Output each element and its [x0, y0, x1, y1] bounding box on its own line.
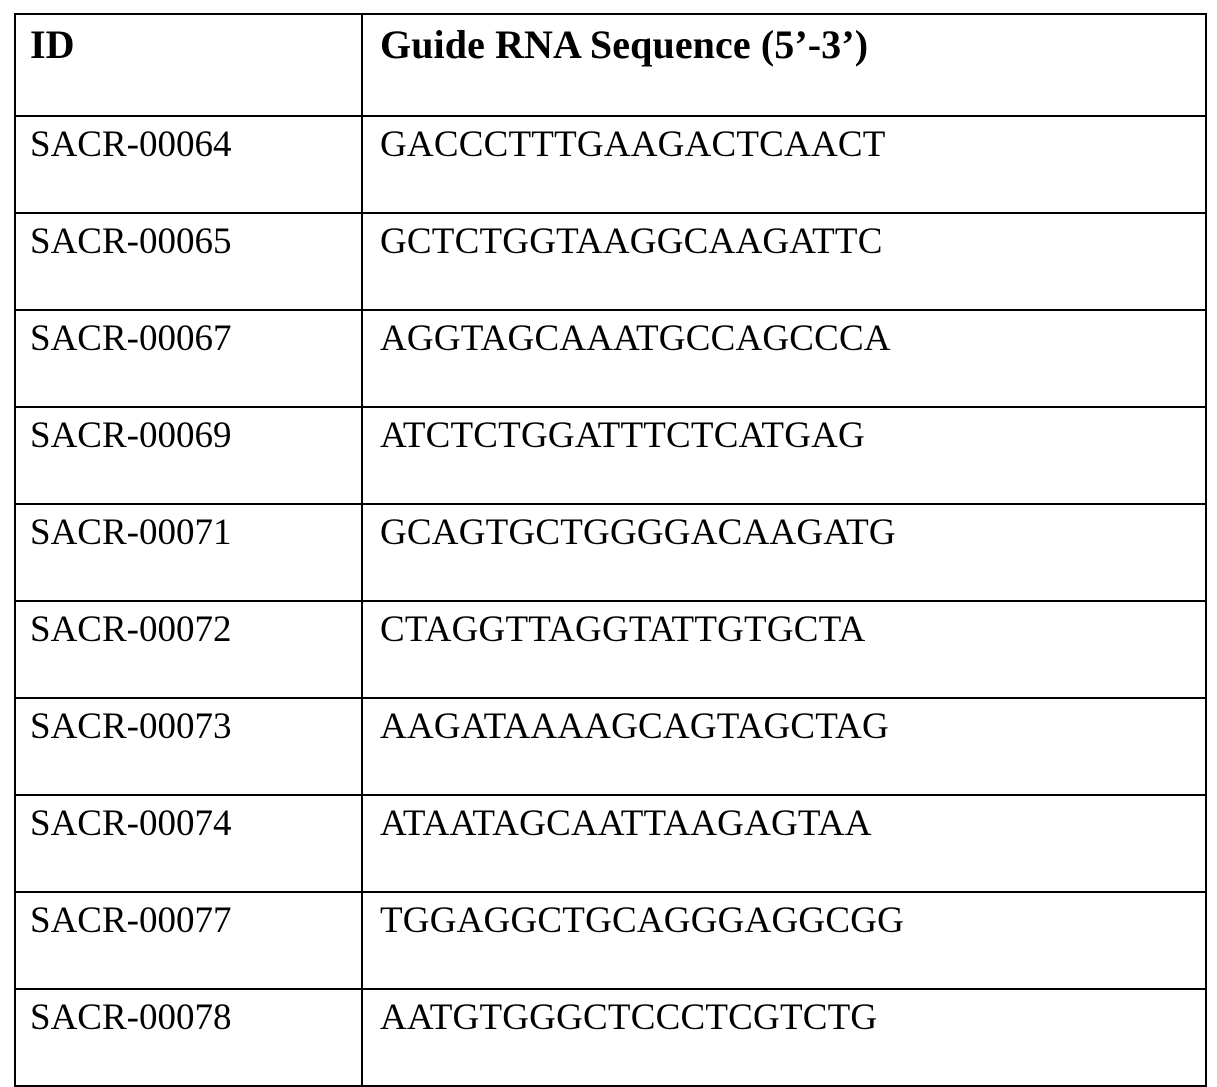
cell-id: SACR-00072 — [14, 600, 363, 699]
guide-rna-table: ID Guide RNA Sequence (5’-3’) SACR-00064… — [14, 13, 1207, 1087]
table-header-row: ID Guide RNA Sequence (5’-3’) — [14, 13, 1207, 117]
cell-id: SACR-00078 — [14, 988, 363, 1087]
column-header-guide-rna-sequence: Guide RNA Sequence (5’-3’) — [361, 13, 1207, 117]
cell-id: SACR-00067 — [14, 309, 363, 408]
cell-guide-rna-sequence: TGGAGGCTGCAGGGAGGCGG — [361, 891, 1207, 990]
cell-guide-rna-sequence: ATCTCTGGATTTCTCATGAG — [361, 406, 1207, 505]
cell-id: SACR-00074 — [14, 794, 363, 893]
cell-id: SACR-00065 — [14, 212, 363, 311]
cell-id: SACR-00069 — [14, 406, 363, 505]
cell-id: SACR-00077 — [14, 891, 363, 990]
cell-guide-rna-sequence: GCAGTGCTGGGGACAAGATG — [361, 503, 1207, 602]
cell-id: SACR-00071 — [14, 503, 363, 602]
cell-guide-rna-sequence: AATGTGGGCTCCCTCGTCTG — [361, 988, 1207, 1087]
cell-guide-rna-sequence: AAGATAAAAGCAGTAGCTAG — [361, 697, 1207, 796]
cell-id: SACR-00073 — [14, 697, 363, 796]
document-page: ID Guide RNA Sequence (5’-3’) SACR-00064… — [14, 13, 1207, 1087]
cell-id: SACR-00064 — [14, 115, 363, 214]
column-header-id: ID — [14, 13, 363, 117]
cell-guide-rna-sequence: CTAGGTTAGGTATTGTGCTA — [361, 600, 1207, 699]
cell-guide-rna-sequence: ATAATAGCAATTAAGAGTAA — [361, 794, 1207, 893]
cell-guide-rna-sequence: GCTCTGGTAAGGCAAGATTC — [361, 212, 1207, 311]
cell-guide-rna-sequence: GACCCTTTGAAGACTCAACT — [361, 115, 1207, 214]
cell-guide-rna-sequence: AGGTAGCAAATGCCAGCCCA — [361, 309, 1207, 408]
table-header: ID Guide RNA Sequence (5’-3’) — [14, 13, 1207, 117]
